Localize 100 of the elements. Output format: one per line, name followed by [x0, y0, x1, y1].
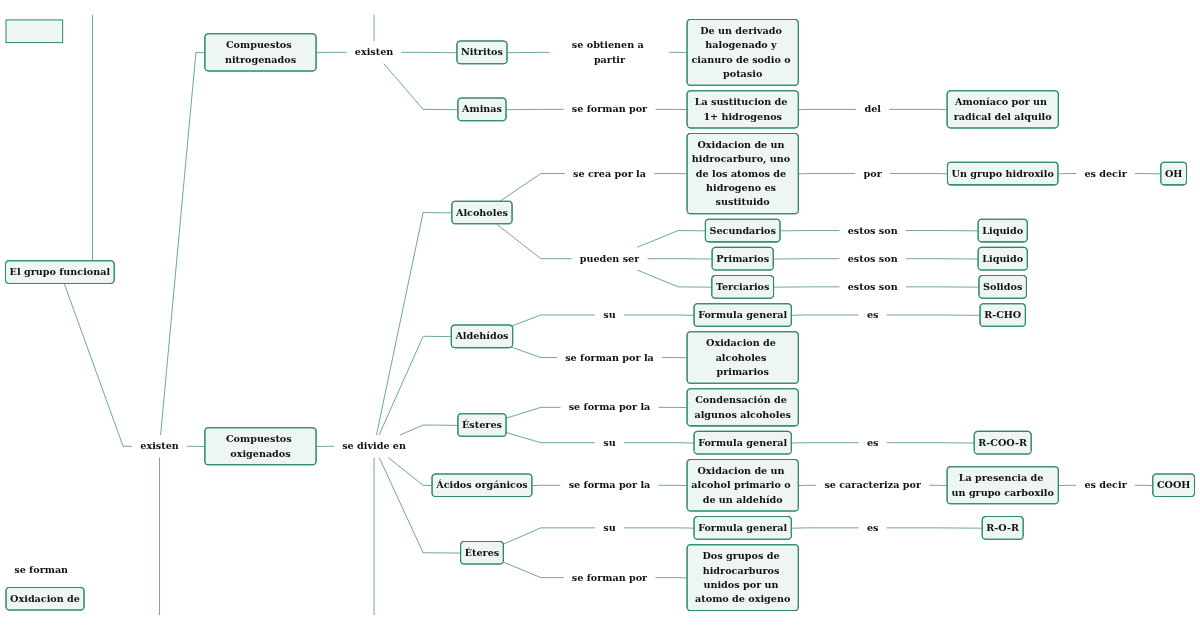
connector-line: [905, 230, 979, 232]
concept-box: Secundarios: [704, 218, 781, 243]
connector-line: [791, 314, 860, 316]
concept-box: Ácidos orgánicos: [431, 473, 533, 498]
concept-box: Dos grupos de hidrocarburos unidos por un atomo de oxigeno: [686, 544, 799, 612]
connector-line: [503, 527, 596, 545]
connector-line: [159, 457, 160, 616]
connector-line: [780, 230, 840, 232]
concept-box: Oxidacion de alcoholes primarios: [686, 331, 799, 384]
connector-line: [316, 52, 347, 54]
connector-line: [661, 357, 688, 359]
connector-line: [886, 442, 975, 444]
linking-phrase: se forman por: [571, 571, 648, 583]
connector-line: [928, 484, 948, 486]
connector-line: [373, 14, 375, 42]
connector-line: [623, 314, 695, 316]
connector-line: [791, 527, 860, 529]
concept-box: Oxidacion de un alcohol primario o de un aldehído: [686, 459, 799, 512]
linking-phrase: es decir: [1084, 167, 1127, 179]
concept-box: R-O-R: [981, 516, 1024, 540]
connector-line: [1057, 173, 1077, 175]
connector-line: [886, 527, 983, 529]
concept-box: Solidos: [978, 275, 1027, 299]
concept-box: [5, 19, 64, 44]
concept-box: Condensación de algunos alcoholes: [686, 388, 799, 427]
linking-phrase: su: [603, 522, 616, 533]
linking-phrase: se forma por la: [568, 401, 651, 413]
connector-line: [773, 258, 840, 260]
connector-line: [506, 109, 564, 111]
linking-phrase: se divide en: [342, 440, 406, 452]
linking-phrase: se forman por: [571, 103, 648, 115]
linking-phrase: se forman: [14, 564, 69, 576]
concept-box: Compuestos oxigenados: [204, 427, 317, 466]
concept-box: Formula general: [693, 516, 792, 540]
linking-phrase: por: [863, 167, 882, 179]
concept-box: La presencia de un grupo carboxilo: [946, 466, 1059, 505]
concept-box: COOH: [1152, 473, 1196, 498]
connector-line: [653, 173, 688, 175]
concept-box: Nitritos: [456, 40, 508, 65]
concept-box: Primarios: [711, 246, 774, 271]
connector-line: [511, 314, 596, 327]
concept-box: Formula general: [693, 430, 792, 455]
connector-line: [623, 527, 695, 529]
concept-box: Un grupo hidroxilo: [946, 161, 1059, 186]
concept-box: R-CHO: [979, 303, 1026, 327]
linking-phrase: se crea por la: [573, 167, 646, 179]
connector-line: [655, 577, 688, 579]
connector-line: [511, 346, 558, 358]
connector-line: [886, 314, 981, 316]
connector-line: [658, 407, 688, 409]
linking-phrase: su: [603, 436, 616, 448]
concept-box: Compuestos nitrogenados: [204, 33, 317, 72]
linking-phrase: pueden ser: [579, 252, 640, 264]
connector-line: [798, 484, 817, 486]
connector-line: [647, 258, 713, 260]
linking-phrase: del: [864, 103, 881, 115]
connector-line: [373, 457, 375, 616]
connector-line: [668, 52, 688, 54]
connector-line: [316, 445, 335, 447]
linking-phrase: existen: [140, 440, 179, 452]
connector-line: [531, 484, 561, 486]
connector-line: [506, 432, 596, 444]
concept-box: R-COO-R: [973, 430, 1032, 455]
concept-box: Liquido: [977, 218, 1028, 243]
linking-phrase: se obtienen a partir: [571, 39, 644, 65]
connector-line: [499, 173, 566, 202]
connector-line: [658, 484, 688, 486]
concept-box: Alcoholes: [451, 200, 513, 225]
connector-line: [503, 561, 564, 578]
connector-line: [791, 442, 860, 444]
linking-phrase: existen: [354, 46, 394, 58]
linking-phrase: estos son: [847, 224, 898, 236]
connector-line: [655, 109, 688, 111]
linking-phrase: estos son: [847, 252, 898, 264]
connector-line: [1058, 484, 1077, 486]
connector-line: [905, 258, 979, 260]
connector-line: [773, 286, 840, 288]
connector-line: [496, 223, 572, 260]
linking-phrase: su: [603, 309, 616, 321]
concept-box: Ésteres: [457, 413, 507, 437]
connector-line: [888, 109, 948, 111]
linking-phrase: es: [866, 522, 879, 533]
connector-line: [63, 283, 133, 447]
concept-box: Oxidacion de un hidrocarburo, uno de los atomos de hidrogeno es sustituido: [686, 132, 799, 215]
linking-phrase: se caracteriza por: [824, 479, 921, 491]
concept-box: Amoníaco por un radical del alquilo: [946, 90, 1059, 129]
concept-box: Éteres: [460, 540, 504, 565]
linking-phrase: se forman por la: [565, 351, 654, 363]
concept-box: Aminas: [457, 97, 507, 122]
concept-box: El grupo funcional: [4, 260, 115, 284]
linking-phrase: es: [866, 436, 879, 448]
connector-line: [92, 14, 93, 262]
connector-line: [388, 457, 433, 486]
connector-line: [798, 109, 857, 111]
concept-box: De un derivado halogenado y cianuro de sodio o potasio: [686, 18, 799, 86]
concept-box: OH: [1160, 161, 1187, 186]
concept-box: Terciarios: [711, 275, 775, 299]
connector-line: [798, 173, 856, 175]
connector-line: [507, 52, 551, 54]
linking-phrase: se forma por la: [568, 479, 651, 491]
